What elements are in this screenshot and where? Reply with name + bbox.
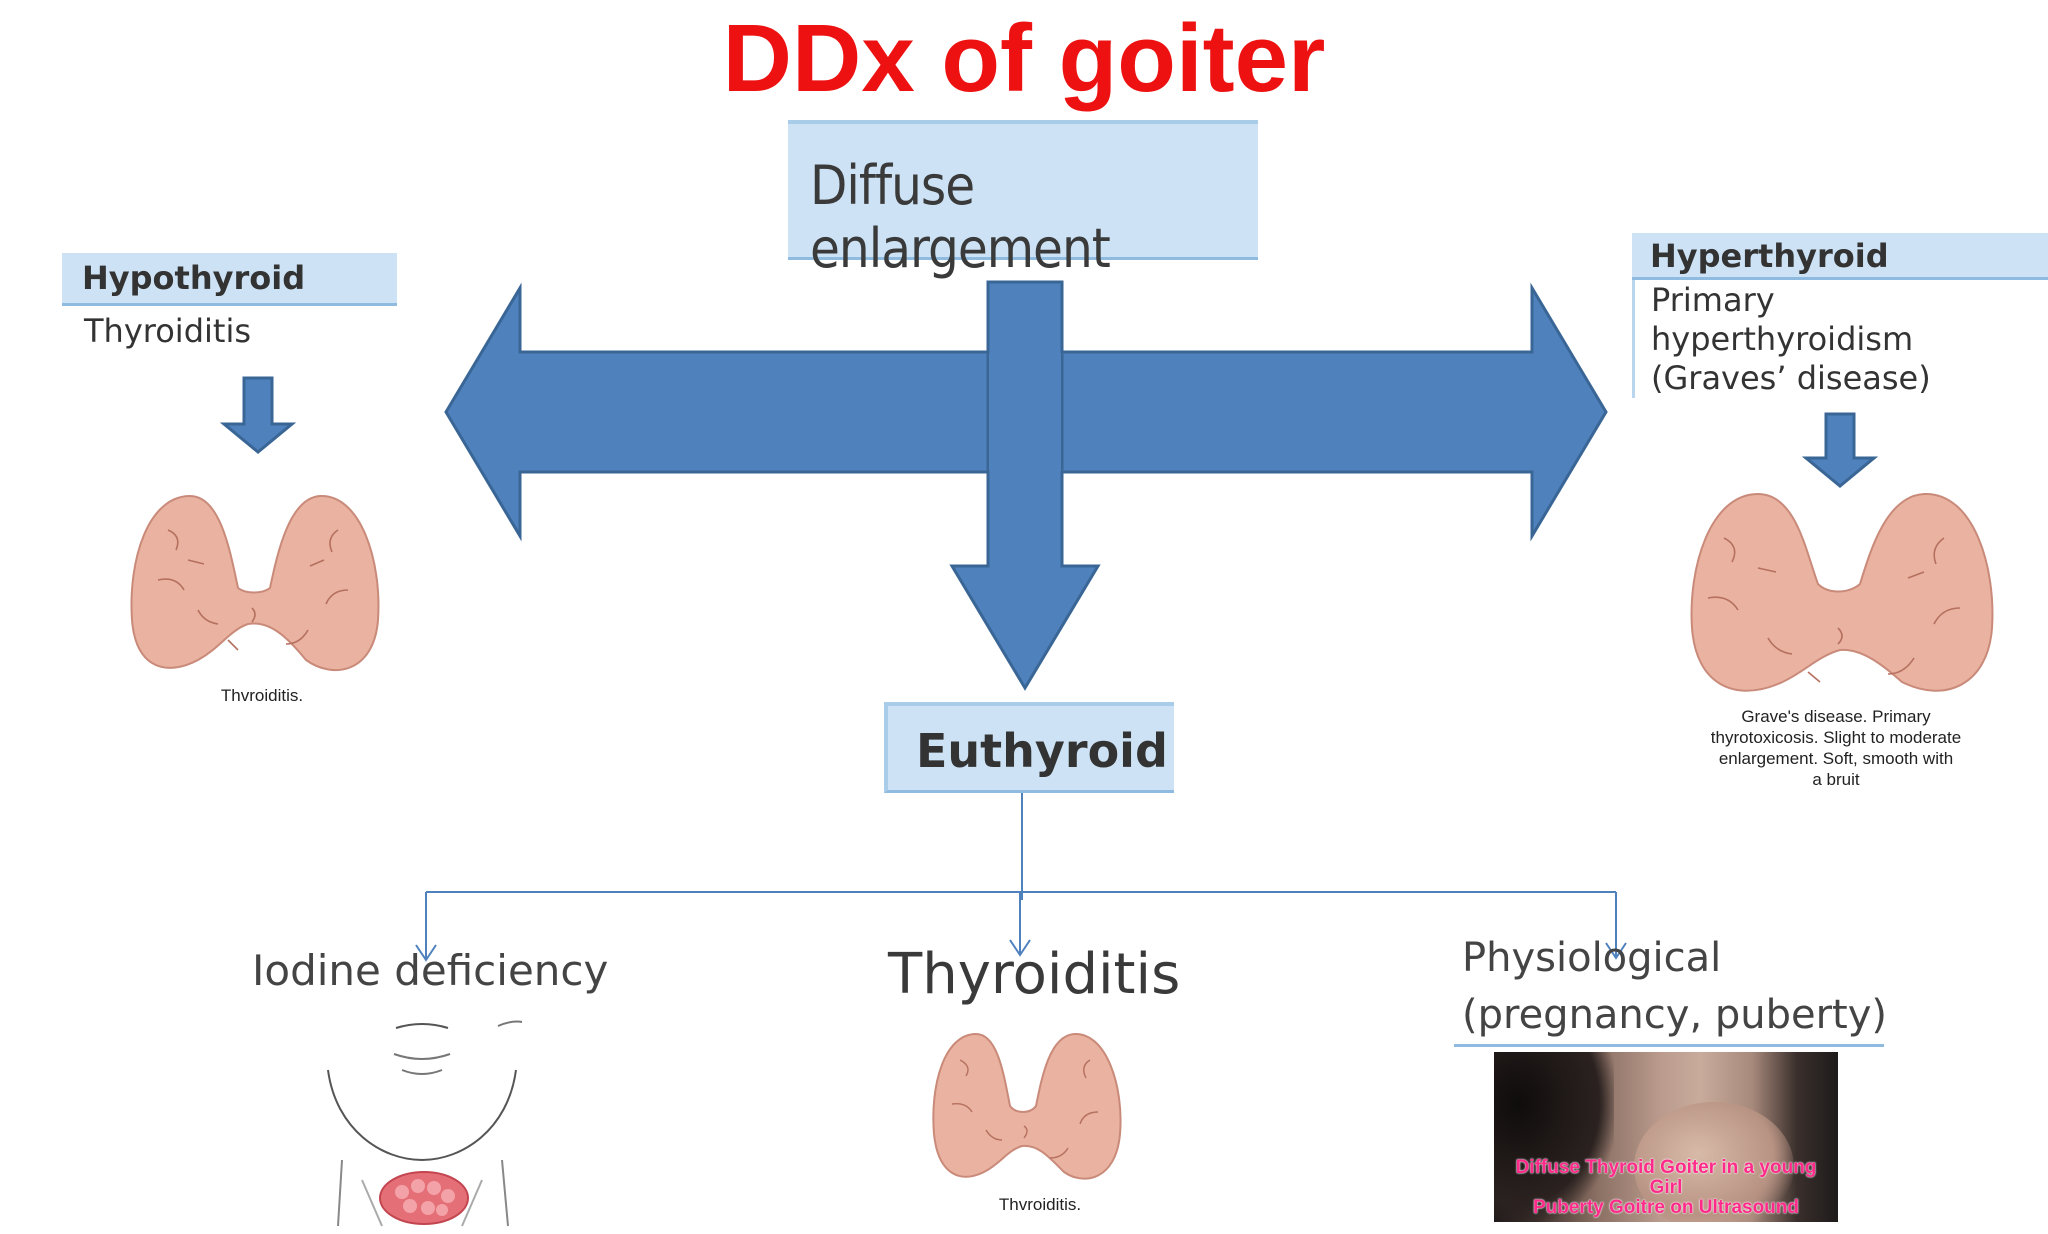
thyroid-gland-illustration bbox=[932, 1032, 1122, 1180]
iodine-deficiency-label: Iodine deficiency bbox=[252, 946, 609, 995]
thyroid-gland-illustration bbox=[130, 494, 380, 672]
diffuse-enlargement-label: Diffuse enlargement bbox=[810, 154, 1111, 280]
caption-line: thyrotoxicosis. Slight to moderate bbox=[1710, 728, 1962, 747]
caption-line: enlargement. Soft, smooth with bbox=[1718, 749, 1954, 768]
euthyroid-header: Euthyroid bbox=[916, 724, 1168, 778]
thyroiditis-label: Thyroiditis bbox=[888, 942, 1181, 1007]
photo-goiter-swelling bbox=[1634, 1102, 1794, 1222]
hyperthyroid-header-box: Hyperthyroid bbox=[1632, 233, 2048, 280]
down-arrow-to-euthyroid bbox=[949, 280, 1101, 691]
hyperthyroid-side-rule bbox=[1632, 233, 1635, 398]
physiological-underline bbox=[1454, 1044, 1884, 1047]
diagram-title: DDx of goiter bbox=[722, 5, 1326, 112]
physiological-line: Physiological bbox=[1462, 935, 1722, 981]
hypothyroid-image-caption: Thvroiditis. bbox=[220, 686, 304, 705]
euthyroid-box: Euthyroid bbox=[884, 702, 1174, 793]
caption-line: a bruit bbox=[1812, 770, 1860, 789]
thyroid-gland-illustration bbox=[1690, 492, 1994, 692]
euthyroid-connectors bbox=[415, 790, 1627, 962]
photo-caption-line: Diffuse Thyroid Goiter in a young Girl bbox=[1515, 1157, 1817, 1198]
photo-hair-shadow bbox=[1494, 1052, 1614, 1222]
down-arrow-icon bbox=[219, 376, 297, 454]
diffuse-enlargement-box: Diffuse enlargement bbox=[788, 120, 1258, 280]
hyperthyroid-description: Primary hyperthyroidism (Graves’ disease… bbox=[1651, 281, 1931, 398]
photo-caption: Diffuse Thyroid Goiter in a young Girl P… bbox=[1498, 1158, 1834, 1218]
photo-caption-line: Puberty Goitre on Ultrasound bbox=[1532, 1197, 1800, 1218]
physiological-line: (pregnancy, puberty) bbox=[1462, 992, 1888, 1038]
diffuse-enlargement-arrows bbox=[444, 280, 1608, 691]
hypothyroid-subtitle: Thyroiditis bbox=[84, 312, 251, 350]
hyperthyroid-line: Primary bbox=[1651, 281, 1775, 319]
caption-line: Grave's disease. Primary bbox=[1741, 707, 1931, 726]
hyperthyroid-line: (Graves’ disease) bbox=[1651, 359, 1931, 397]
hypothyroid-header-box: Hypothyroid bbox=[62, 253, 397, 306]
hyperthyroid-line: hyperthyroidism bbox=[1651, 320, 1914, 358]
hypothyroid-header: Hypothyroid bbox=[82, 259, 306, 297]
down-arrow-icon bbox=[1801, 412, 1879, 488]
graves-image-caption: Grave's disease. Primary thyrotoxicosis.… bbox=[1676, 706, 1996, 790]
neck-thyroid-illustration bbox=[327, 1020, 523, 1227]
hyperthyroid-header: Hyperthyroid bbox=[1650, 237, 1889, 275]
goiter-photo: Diffuse Thyroid Goiter in a young Girl P… bbox=[1494, 1052, 1838, 1222]
thyroiditis-image-caption: Thvroiditis. bbox=[998, 1195, 1082, 1214]
physiological-label: Physiological (pregnancy, puberty) bbox=[1462, 930, 1887, 1044]
